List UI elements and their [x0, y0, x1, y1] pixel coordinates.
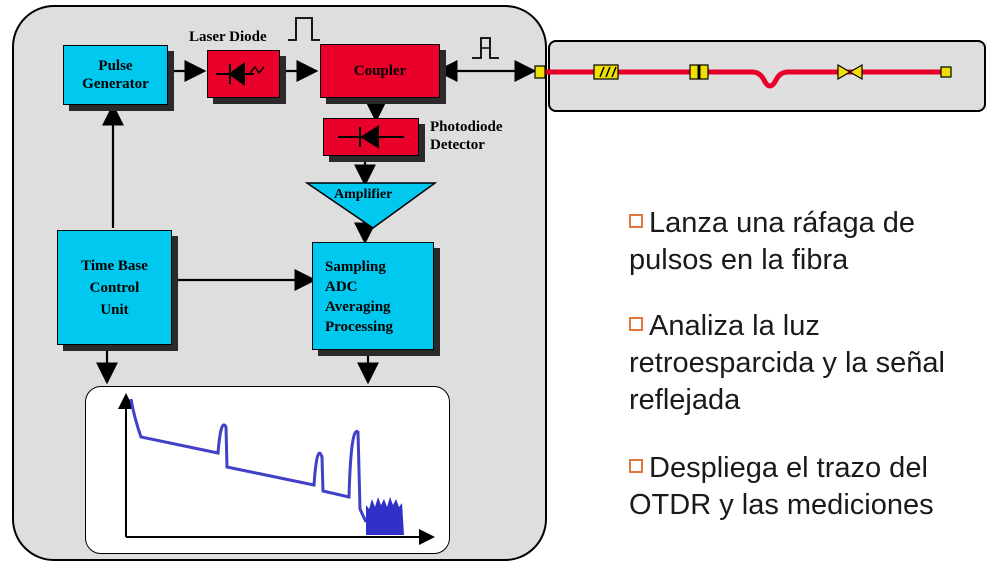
fiber-coupler	[837, 63, 863, 81]
coupler-block: Coupler	[320, 44, 440, 98]
noise-floor	[366, 497, 404, 535]
fiber-line	[534, 63, 952, 89]
time-base-control-unit-block: Time Base Control Unit	[57, 230, 172, 345]
laser-diode-block	[207, 50, 280, 98]
bullet-text-2: Analiza la luz retroesparcida y la señal…	[629, 310, 945, 416]
bullet-item-1: Lanza una ráfaga de pulsos en la fibra	[629, 205, 915, 279]
bullet-square-icon	[629, 459, 643, 474]
otdr-trace-plot	[118, 393, 435, 545]
sampling-block: Sampling ADC Averaging Processing	[312, 242, 434, 350]
fiber-end	[940, 66, 952, 78]
amplifier-label: Amplifier	[334, 187, 393, 202]
bullet-text-1: Lanza una ráfaga de pulsos en la fibra	[629, 207, 916, 276]
pulse-waveform-out	[472, 37, 499, 59]
pulse-waveform-laser	[288, 17, 320, 41]
sampling-label: Sampling ADC Averaging Processing	[325, 259, 394, 335]
laser-diode-label: Laser Diode	[189, 29, 267, 45]
photodiode-detector-label: Photodiode Detector	[430, 119, 503, 153]
photodiode-block	[323, 118, 419, 156]
bullet-text-3: Despliega el trazo del OTDR y las medici…	[629, 452, 934, 521]
trace-line	[129, 398, 368, 523]
photodiode-icon	[338, 125, 404, 149]
laser-diode-icon	[216, 62, 265, 86]
bullet-item-2: Analiza la luz retroesparcida y la señal…	[629, 308, 945, 419]
bullet-item-3: Despliega el trazo del OTDR y las medici…	[629, 450, 934, 524]
fiber-link-box	[548, 40, 986, 112]
fiber-connector-start	[534, 65, 546, 79]
pulse-generator-block: Pulse Generator	[63, 45, 168, 105]
bullet-square-icon	[629, 214, 643, 229]
bullet-square-icon	[629, 317, 643, 332]
otdr-display	[85, 386, 450, 554]
